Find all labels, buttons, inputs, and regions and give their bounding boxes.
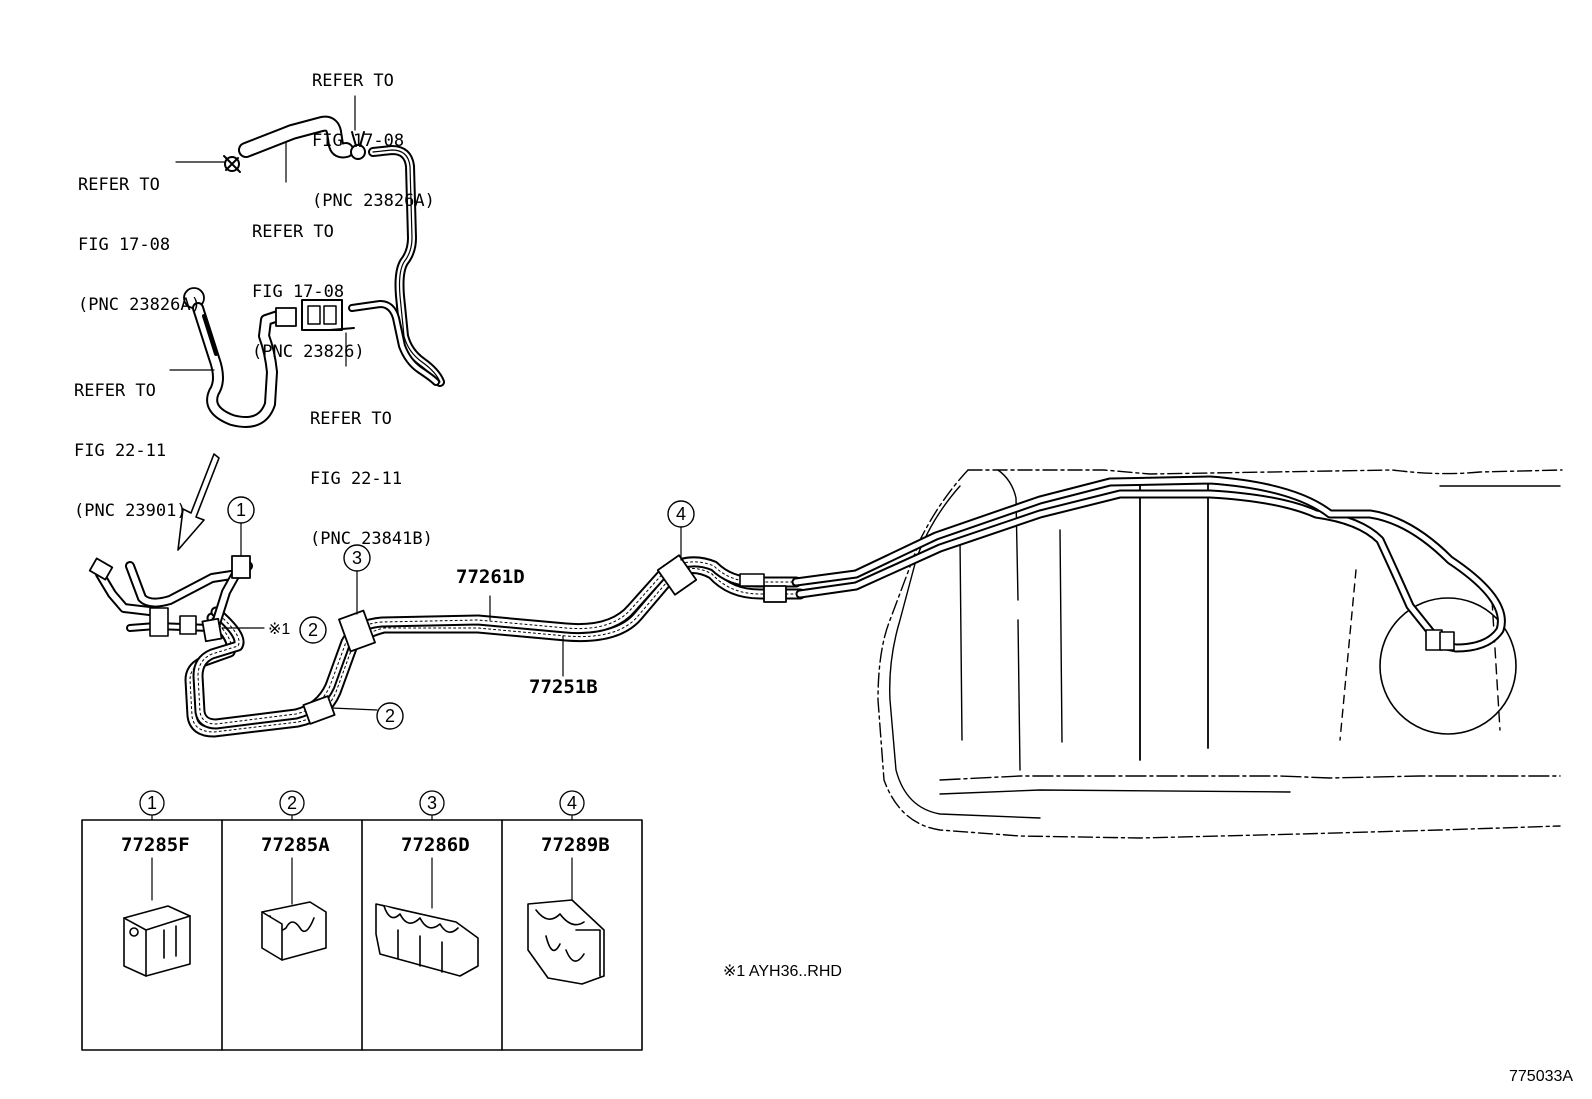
callout-circle-2-upper	[299, 616, 327, 644]
tank-fuel-tubes	[791, 475, 1506, 653]
tube-connector	[301, 299, 355, 331]
callout-number-2-upper: 2	[307, 620, 318, 640]
callout-ref-filler-hose: REFER TO FIG 17-08 (PNC 23826)	[252, 222, 365, 362]
part-number-tube-lower: 77251B	[529, 676, 598, 698]
hose-clamp-top	[350, 131, 366, 160]
clamp-part-77286D-icon	[375, 903, 479, 977]
callout-ref-clamp-top: REFER TO FIG 17-08 (PNC 23826A)	[312, 71, 435, 211]
clamp-2-install-a	[201, 617, 223, 643]
legend-index-2: 2	[286, 793, 297, 813]
main-fuel-tubes	[88, 556, 806, 738]
clamp-part-77285F-icon	[123, 905, 191, 977]
clamp-legend-table	[81, 790, 643, 1051]
clamp-1-install	[231, 555, 251, 579]
legend-index-1: 1	[146, 793, 157, 813]
callout-ref-connector: REFER TO FIG 22-11 (PNC 23841B)	[310, 409, 433, 549]
callout-number-4: 4	[675, 504, 686, 524]
tube-coupling-1	[763, 585, 787, 603]
callout-ref-breather-hose: REFER TO FIG 22-11 (PNC 23901)	[74, 381, 187, 521]
clamp-4-install	[656, 554, 698, 596]
tube-coupling-2	[739, 573, 765, 587]
fuel-pump-ring	[1379, 597, 1517, 735]
callout-circle-2-lower	[376, 702, 404, 730]
fuel-tube-lower	[184, 563, 806, 738]
figure-code: 775033A	[1509, 1068, 1574, 1085]
hose-clamp-left	[223, 155, 241, 173]
hose-end-fitting	[275, 307, 297, 327]
legend-part-77285F: 77285F	[121, 834, 190, 856]
variant-marker: ※1	[268, 621, 291, 638]
callout-number-3: 3	[351, 548, 362, 568]
part-number-tube-upper: 77261D	[456, 566, 525, 588]
legend-index-4: 4	[566, 793, 577, 813]
legend-part-77289B: 77289B	[541, 834, 610, 856]
filler-hose-assembly	[183, 115, 445, 428]
clamp-2-install-b	[302, 695, 336, 725]
legend-part-77286D: 77286D	[401, 834, 470, 856]
callout-number-1: 1	[235, 500, 246, 520]
legend-index-3: 3	[426, 793, 437, 813]
fuel-tank-outline	[877, 469, 1563, 839]
variant-footnote: ※1 AYH36..RHD	[723, 963, 842, 980]
view-direction-arrow	[177, 453, 220, 551]
clamp-part-77289B-icon	[527, 899, 605, 985]
clamp-3-install	[338, 609, 376, 653]
callout-number-2-lower: 2	[384, 706, 395, 726]
callout-ref-clamp-left: REFER TO FIG 17-08 (PNC 23826A)	[78, 175, 201, 315]
clamp-part-77285A-icon	[261, 901, 327, 961]
legend-part-77285A: 77285A	[261, 834, 330, 856]
